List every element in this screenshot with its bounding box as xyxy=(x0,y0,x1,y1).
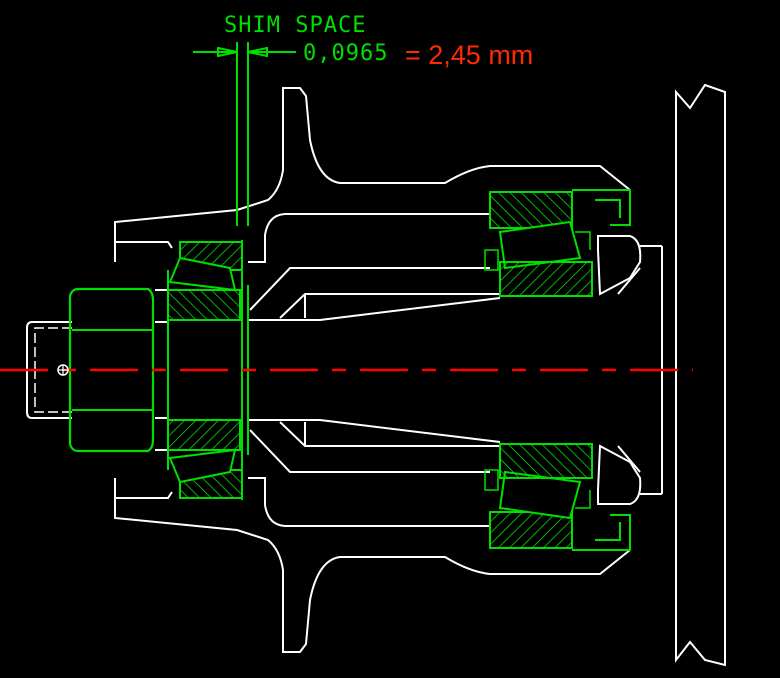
mm-conversion-label: = 2,45 mm xyxy=(405,40,534,70)
shim-extension-lines xyxy=(236,42,249,226)
shim-dimension-value: 0,0965 xyxy=(303,41,389,66)
brake-rotor xyxy=(675,83,726,667)
shim-space-label: SHIM SPACE xyxy=(224,13,367,38)
dimension-arrows xyxy=(193,46,296,58)
